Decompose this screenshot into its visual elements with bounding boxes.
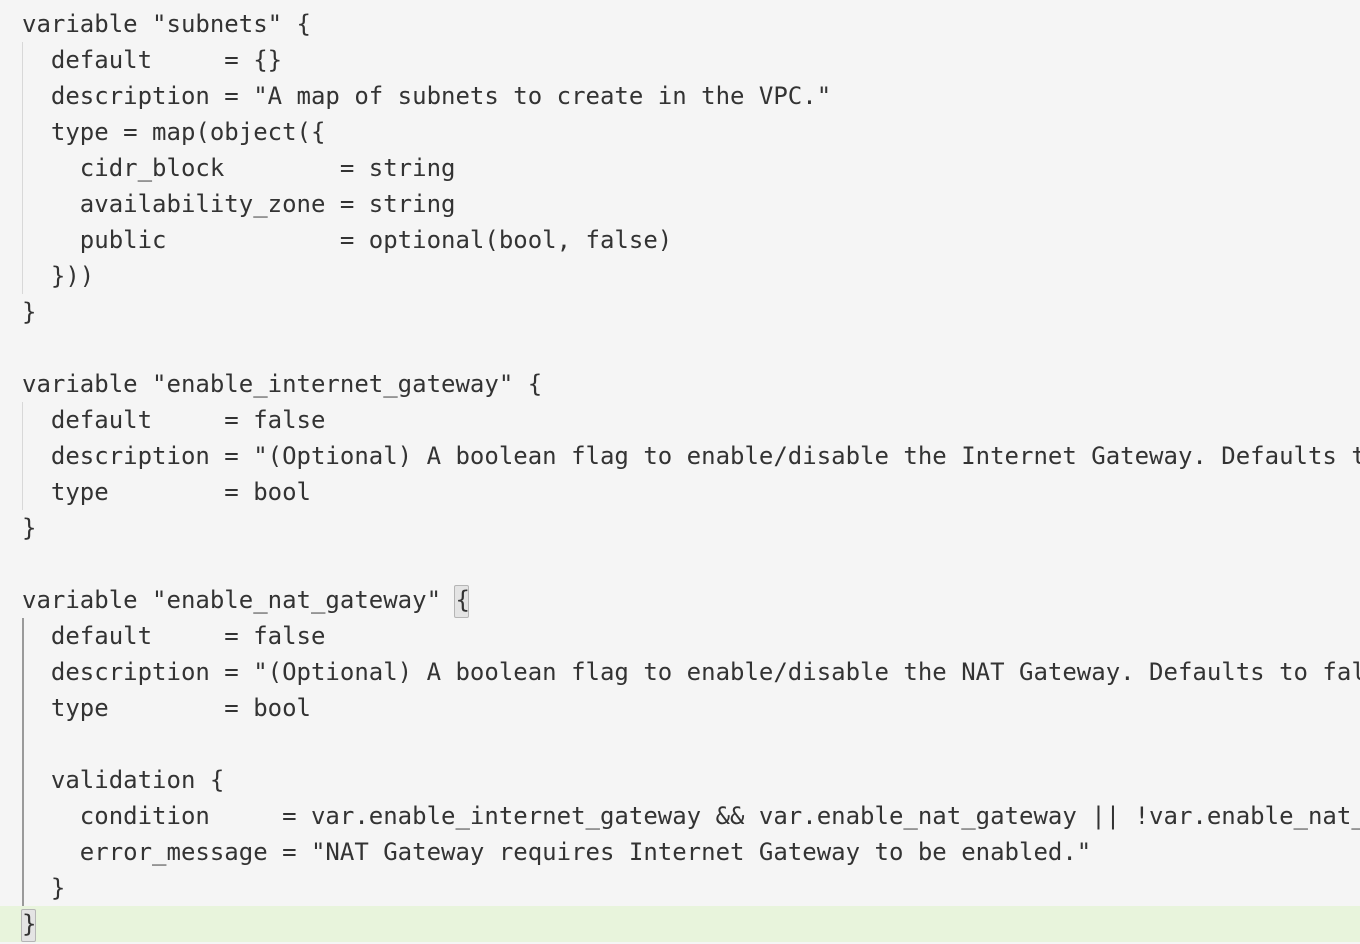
code-line-text: default = {} bbox=[22, 46, 283, 74]
code-line[interactable]: } bbox=[0, 294, 1360, 330]
code-line[interactable] bbox=[0, 330, 1360, 366]
code-line-text: description = "(Optional) A boolean flag… bbox=[22, 442, 1360, 470]
code-line[interactable]: type = bool bbox=[0, 474, 1360, 510]
matched-bracket-close bbox=[21, 909, 36, 942]
code-line[interactable]: public = optional(bool, false) bbox=[0, 222, 1360, 258]
code-line[interactable]: default = false bbox=[0, 618, 1360, 654]
code-line[interactable] bbox=[0, 726, 1360, 762]
code-line[interactable]: type = map(object({ bbox=[0, 114, 1360, 150]
code-line[interactable]: condition = var.enable_internet_gateway … bbox=[0, 798, 1360, 834]
code-line[interactable]: })) bbox=[0, 258, 1360, 294]
indent-guide bbox=[22, 42, 23, 294]
code-line-text: default = false bbox=[22, 622, 326, 650]
code-line[interactable]: cidr_block = string bbox=[0, 150, 1360, 186]
code-line-text: })) bbox=[22, 262, 95, 290]
code-line[interactable]: default = false bbox=[0, 402, 1360, 438]
indent-guide bbox=[22, 402, 23, 510]
code-line-text: variable "enable_nat_gateway" { bbox=[22, 586, 470, 614]
code-line[interactable]: type = bool bbox=[0, 690, 1360, 726]
code-line-text: default = false bbox=[22, 406, 326, 434]
code-line[interactable]: } bbox=[0, 510, 1360, 546]
code-line[interactable]: variable "enable_nat_gateway" { bbox=[0, 582, 1360, 618]
matched-bracket-open bbox=[454, 585, 469, 618]
code-line-text: type = map(object({ bbox=[22, 118, 326, 146]
code-line[interactable]: } bbox=[0, 870, 1360, 906]
code-line-text: variable "subnets" { bbox=[22, 10, 311, 38]
code-line[interactable]: variable "subnets" { bbox=[0, 6, 1360, 42]
code-line-text: } bbox=[22, 298, 37, 326]
code-line[interactable]: validation { bbox=[0, 762, 1360, 798]
code-line-text: availability_zone = string bbox=[22, 190, 456, 218]
active-indent-guide bbox=[22, 618, 24, 910]
code-line[interactable]: description = "A map of subnets to creat… bbox=[0, 78, 1360, 114]
code-line-text: type = bool bbox=[22, 694, 311, 722]
code-line-text: description = "(Optional) A boolean flag… bbox=[22, 658, 1360, 686]
code-line[interactable] bbox=[0, 546, 1360, 582]
current-line-highlight bbox=[0, 906, 1360, 942]
code-line-text: condition = var.enable_internet_gateway … bbox=[22, 802, 1360, 830]
code-line[interactable]: availability_zone = string bbox=[0, 186, 1360, 222]
code-line-text: cidr_block = string bbox=[22, 154, 456, 182]
code-line-text: public = optional(bool, false) bbox=[22, 226, 673, 254]
code-line[interactable]: default = {} bbox=[0, 42, 1360, 78]
code-line[interactable]: error_message = "NAT Gateway requires In… bbox=[0, 834, 1360, 870]
code-line[interactable]: variable "enable_internet_gateway" { bbox=[0, 366, 1360, 402]
code-line-text: } bbox=[22, 514, 37, 542]
code-line-text: } bbox=[22, 910, 37, 938]
code-line-text: variable "enable_internet_gateway" { bbox=[22, 370, 543, 398]
code-line-text: validation { bbox=[22, 766, 225, 794]
code-line-current[interactable]: } bbox=[0, 906, 1360, 942]
code-line-text: description = "A map of subnets to creat… bbox=[22, 82, 832, 110]
code-line[interactable]: description = "(Optional) A boolean flag… bbox=[0, 654, 1360, 690]
code-line[interactable]: description = "(Optional) A boolean flag… bbox=[0, 438, 1360, 474]
code-line-text: type = bool bbox=[22, 478, 311, 506]
code-line-text: } bbox=[22, 874, 66, 902]
code-line-text: error_message = "NAT Gateway requires In… bbox=[22, 838, 1092, 866]
